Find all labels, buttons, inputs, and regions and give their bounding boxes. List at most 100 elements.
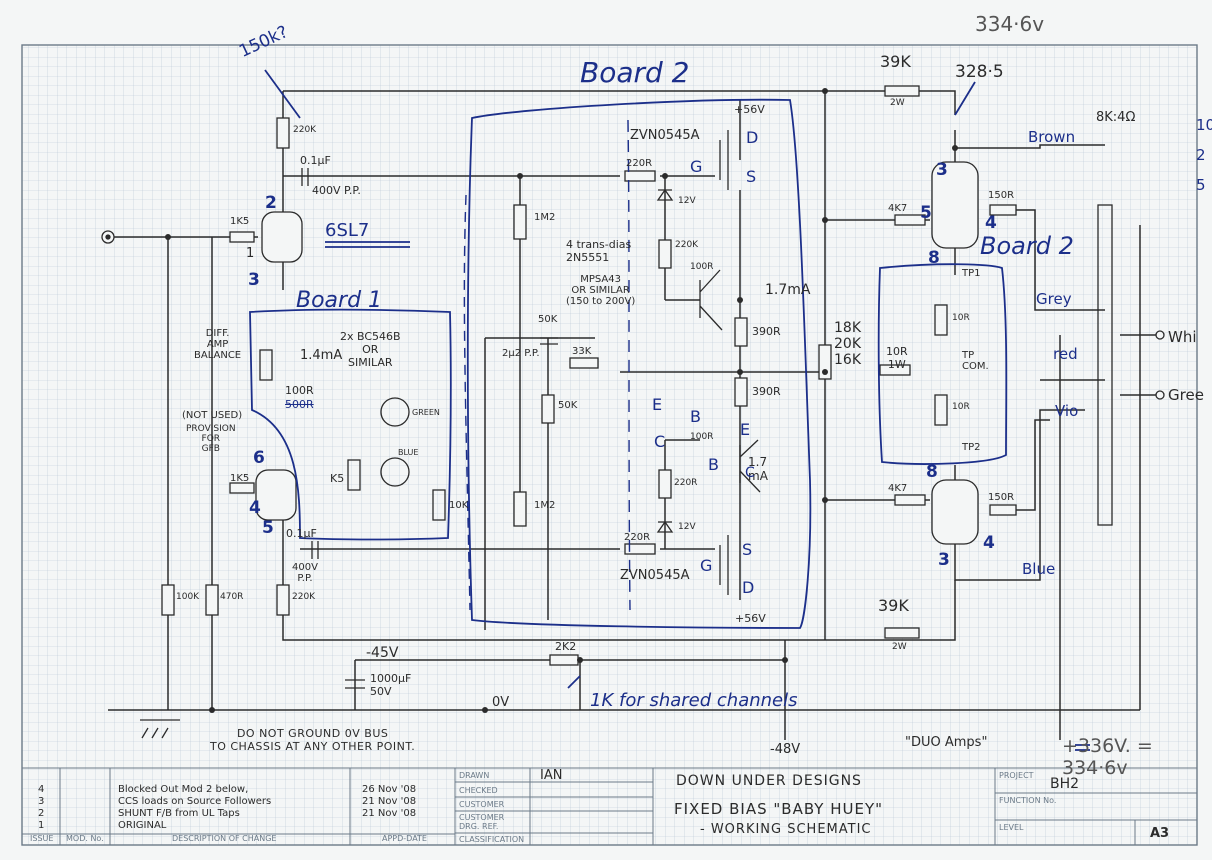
equals-mark bbox=[1075, 744, 1090, 751]
pin-2: 2 bbox=[265, 193, 277, 213]
label-no-ground-warning: DO NOT GROUND 0V BUS TO CHASSIS AT ANY O… bbox=[210, 727, 416, 753]
label-1m2-top: 1M2 bbox=[534, 212, 556, 223]
label-4k7-top: 4K7 bbox=[888, 203, 908, 214]
label-56v: +56V bbox=[734, 103, 765, 116]
wire-green: Gree bbox=[1168, 386, 1204, 404]
pin-4: 4 bbox=[249, 498, 261, 518]
resistor-39k-top bbox=[884, 85, 920, 97]
resistor-150r-top bbox=[989, 204, 1017, 216]
pot-diff-balance bbox=[259, 349, 273, 381]
revision-issue: 3 bbox=[38, 796, 45, 807]
arrow-150k bbox=[264, 69, 301, 119]
annotation-duo-amps: "DUO Amps" bbox=[905, 735, 988, 750]
label-390r-a: 390R bbox=[752, 325, 781, 338]
wire-grey: Grey bbox=[1036, 290, 1072, 308]
annotation-board2-top: Board 2 bbox=[580, 56, 690, 89]
bjt-emitter-1: E bbox=[652, 395, 663, 414]
pin-3: 3 bbox=[248, 270, 260, 290]
label-2w-top: 2W bbox=[890, 98, 905, 108]
led-blue bbox=[380, 457, 410, 487]
bjt-base-1: B bbox=[690, 407, 701, 426]
resistor-1k5-bottom bbox=[229, 482, 255, 494]
resistor-390r-b bbox=[734, 377, 748, 407]
resistor-390r-a bbox=[734, 317, 748, 347]
label-39k-bottom: 39K bbox=[878, 596, 909, 615]
label-c400-top: 400V P.P. bbox=[312, 184, 361, 197]
output-terminal-white[interactable] bbox=[1155, 330, 1165, 340]
label-50k-b: 50K bbox=[558, 400, 578, 411]
label-zvn-bottom: ZVN0545A bbox=[620, 568, 690, 583]
revision-issue: 4 bbox=[38, 784, 45, 795]
component-symbols bbox=[101, 85, 1165, 666]
underline-6sl7 bbox=[325, 241, 410, 248]
project-id: BH2 bbox=[1050, 776, 1080, 792]
label-220k-bottom: 220K bbox=[292, 592, 316, 602]
label-220k-top: 220K bbox=[293, 125, 317, 135]
annotation-speaker: 8K:4Ω bbox=[1096, 110, 1136, 125]
revision-desc: CCS loads on Source Followers bbox=[118, 796, 272, 807]
label-50k-a: 50K bbox=[538, 314, 558, 325]
resistor-4k7-bottom bbox=[894, 494, 926, 506]
resistor-220k-mid bbox=[658, 239, 672, 269]
annotation-current-top: 1.7mA bbox=[765, 282, 811, 298]
label-1k5-bottom: 1K5 bbox=[230, 473, 250, 484]
junction-dots bbox=[165, 88, 958, 713]
transistor-bottom bbox=[739, 439, 761, 493]
annotation-board1: Board 1 bbox=[296, 288, 383, 313]
resistor-2k2 bbox=[549, 654, 579, 666]
sheet-size: A3 bbox=[1150, 826, 1170, 841]
label-390r-b: 390R bbox=[752, 385, 781, 398]
label-c01-top: 0.1µF bbox=[300, 154, 331, 167]
board2-inner-dash bbox=[463, 194, 471, 611]
fet-bottom-source: S bbox=[742, 540, 753, 559]
resistor-10k bbox=[432, 489, 446, 521]
label-bc546: 2x BC546B OR SIMILAR bbox=[340, 330, 401, 369]
label-2u2: 2µ2 P.P. bbox=[502, 348, 540, 359]
capacitor-bottom bbox=[311, 541, 319, 559]
revision-issue: 2 bbox=[38, 808, 45, 819]
pin-4-right: 4 bbox=[985, 213, 997, 233]
label-220r-top: 220R bbox=[626, 158, 653, 169]
resistor-1m2-top bbox=[513, 204, 527, 240]
label-provision-gfb: PROVISION FOR GFB bbox=[186, 424, 236, 454]
resistor-470r bbox=[205, 584, 219, 616]
led-green bbox=[380, 397, 410, 427]
output-transformer bbox=[1097, 204, 1113, 526]
resistor-220r-bottom bbox=[624, 543, 656, 555]
label-12v-bottom: 12V bbox=[678, 522, 696, 532]
resistor-220r-top bbox=[624, 170, 656, 182]
label-220k-mid: 220K bbox=[675, 240, 699, 250]
annotation-trans-note: 4 trans-dias 2N5551 bbox=[566, 238, 632, 264]
label-tp1: TP1 bbox=[962, 268, 981, 279]
capacitor-1000uf bbox=[345, 679, 365, 689]
resistor-220k-top bbox=[276, 117, 290, 149]
label-not-used: (NOT USED) bbox=[182, 410, 243, 421]
field-checked: CHECKED bbox=[459, 786, 498, 795]
annotation-board2-right: Board 2 bbox=[980, 232, 1074, 260]
field-customer: CUSTOMER bbox=[459, 800, 505, 809]
fet-top-source: S bbox=[746, 167, 757, 186]
fet-bottom-gate: G bbox=[700, 556, 713, 575]
capacitor-top bbox=[301, 168, 309, 186]
label-100k: 100K bbox=[176, 592, 200, 602]
transistor-top bbox=[699, 269, 723, 331]
wire-vio: Vio bbox=[1055, 402, 1079, 420]
wire-blue: Blue bbox=[1022, 560, 1056, 578]
label-4k7-bottom: 4K7 bbox=[888, 483, 908, 494]
label-green-led: GREEN bbox=[412, 408, 440, 417]
resistor-220k-bottom bbox=[276, 584, 290, 616]
revision-date: 21 Nov '08 bbox=[362, 796, 417, 807]
header-issue: ISSUE bbox=[30, 834, 54, 843]
wire-brown: Brown bbox=[1028, 128, 1076, 146]
revision-row: 1 ORIGINAL bbox=[22, 820, 455, 832]
bjt-collector-2: C bbox=[745, 465, 755, 481]
label-470r: 470R bbox=[220, 592, 244, 602]
label-blue-led: BLUE bbox=[398, 448, 419, 457]
drawing-title: FIXED BIAS "BABY HUEY" bbox=[674, 800, 884, 818]
label-minus-48v: -48V bbox=[770, 742, 801, 757]
label-10r-b: 10R bbox=[952, 402, 970, 412]
resistor-150r-bottom bbox=[989, 504, 1017, 516]
annotation-right-edge: 10 2 5 bbox=[1196, 116, 1212, 194]
output-terminal-green[interactable] bbox=[1155, 390, 1165, 400]
